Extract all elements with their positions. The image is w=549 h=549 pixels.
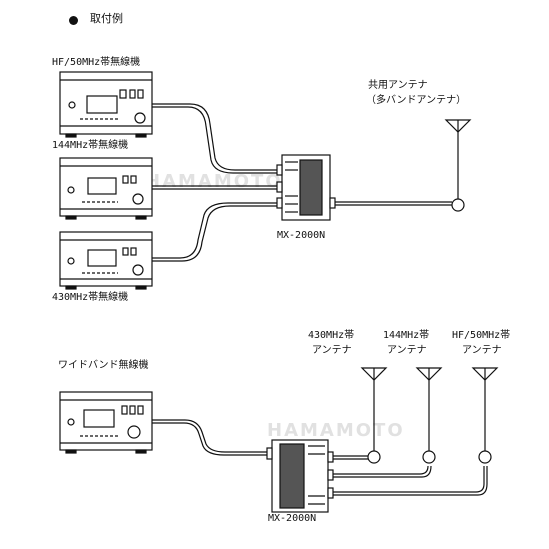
label-wideband-radio: ワイドバンド無線機 [58, 360, 149, 371]
label-ant-hf50-2: アンテナ [462, 345, 502, 356]
label-unit-bottom: MX-2000N [268, 513, 317, 524]
watermark-bottom: HAMAMOTO [267, 420, 405, 441]
watermark-top: HAMAMOTO [145, 171, 283, 192]
label-ant-144-1: 144MHz帯 [383, 330, 430, 341]
label-shared-antenna-1: 共用アンテナ [368, 80, 428, 91]
label-shared-antenna-2: （多バンドアンテナ） [366, 95, 467, 106]
radio-wideband-icon [59, 391, 153, 454]
label-radio-144: 144MHz帯無線機 [52, 140, 129, 151]
label-ant-hf50-1: HF/50MHz帯 [452, 330, 511, 341]
page-title: 取付例 [90, 12, 123, 25]
mx2000n-unit-top-icon [276, 154, 336, 221]
radio-430-icon [59, 231, 153, 290]
radio-144-icon [59, 157, 153, 220]
antenna-430-icon [360, 367, 388, 381]
top-cables [152, 103, 280, 262]
shared-antenna-icon [444, 119, 472, 133]
antenna-hf50-icon [471, 367, 499, 381]
label-ant-430-2: アンテナ [312, 345, 352, 356]
label-unit-top: MX-2000N [277, 230, 326, 241]
title-bullet-icon [69, 16, 78, 25]
radio-hf50-icon [59, 71, 153, 138]
mx2000n-unit-bottom-icon [266, 439, 334, 513]
label-ant-430-1: 430MHz帯 [308, 330, 355, 341]
label-ant-144-2: アンテナ [387, 345, 427, 356]
antenna-144-icon [415, 367, 443, 381]
label-radio-hf50: HF/50MHz帯無線機 [52, 57, 141, 68]
label-radio-430: 430MHz帯無線機 [52, 292, 129, 303]
